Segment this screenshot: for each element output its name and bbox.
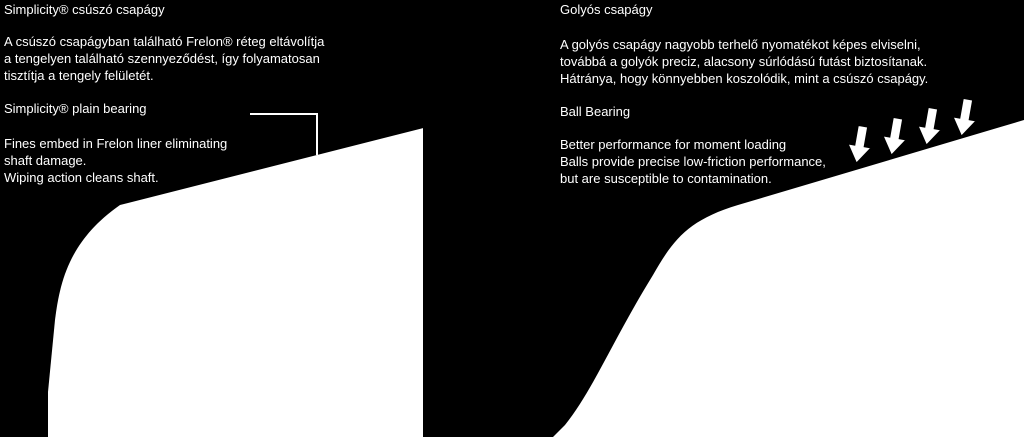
desc-line: A csúszó csapágyban található Frelon® ré…: [4, 34, 325, 49]
plain-bearing-title-hu: Simplicity® csúszó csapágy: [4, 2, 165, 17]
shaft-profile-shape: [553, 120, 1024, 437]
desc-line: Better performance for moment loading: [560, 137, 787, 152]
desc-line: továbbá a golyók preciz, alacsony súrlód…: [560, 54, 928, 69]
down-arrow-icon: [846, 124, 873, 165]
desc-line: Balls provide precise low-friction perfo…: [560, 154, 826, 169]
desc-line: but are susceptible to contamination.: [560, 171, 772, 186]
desc-line: Fines embed in Frelon liner eliminating: [4, 136, 228, 151]
desc-line: shaft damage.: [4, 153, 87, 168]
shaft-profile-shape: [48, 128, 423, 437]
ball-bearing-panel: Golyós csapágy A golyós csapágy nagyobb …: [553, 0, 1024, 437]
plain-bearing-panel: Simplicity® csúszó csapágy A csúszó csap…: [0, 0, 423, 437]
panel-divider: [423, 433, 553, 437]
ball-bearing-title-en: Ball Bearing: [560, 104, 631, 119]
callout-leader-line: [250, 113, 318, 155]
desc-line: tisztítja a tengely felületét.: [4, 68, 154, 83]
ball-bearing-desc-en: Better performance for moment loading Ba…: [560, 136, 826, 187]
plain-bearing-title-en: Simplicity® plain bearing: [4, 101, 147, 116]
desc-line: A golyós csapágy nagyobb terhelő nyomaté…: [560, 37, 921, 52]
desc-line: a tengelyen található szennyeződést, így…: [4, 51, 320, 66]
ball-bearing-desc-hu: A golyós csapágy nagyobb terhelő nyomaté…: [560, 36, 928, 87]
load-arrows: [846, 97, 978, 165]
plain-bearing-illustration: [48, 113, 423, 437]
desc-line: Wiping action cleans shaft.: [4, 170, 159, 185]
ball-bearing-title-hu: Golyós csapágy: [560, 2, 653, 17]
plain-bearing-desc-hu: A csúszó csapágyban található Frelon® ré…: [4, 33, 324, 84]
desc-line: Hátránya, hogy könnyebben koszolódik, mi…: [560, 71, 929, 86]
ball-bearing-illustration: [553, 97, 1024, 437]
plain-bearing-desc-en: Fines embed in Frelon liner eliminating …: [4, 135, 227, 186]
down-arrow-icon: [916, 106, 943, 147]
down-arrow-icon: [881, 116, 908, 157]
down-arrow-icon: [951, 97, 978, 138]
